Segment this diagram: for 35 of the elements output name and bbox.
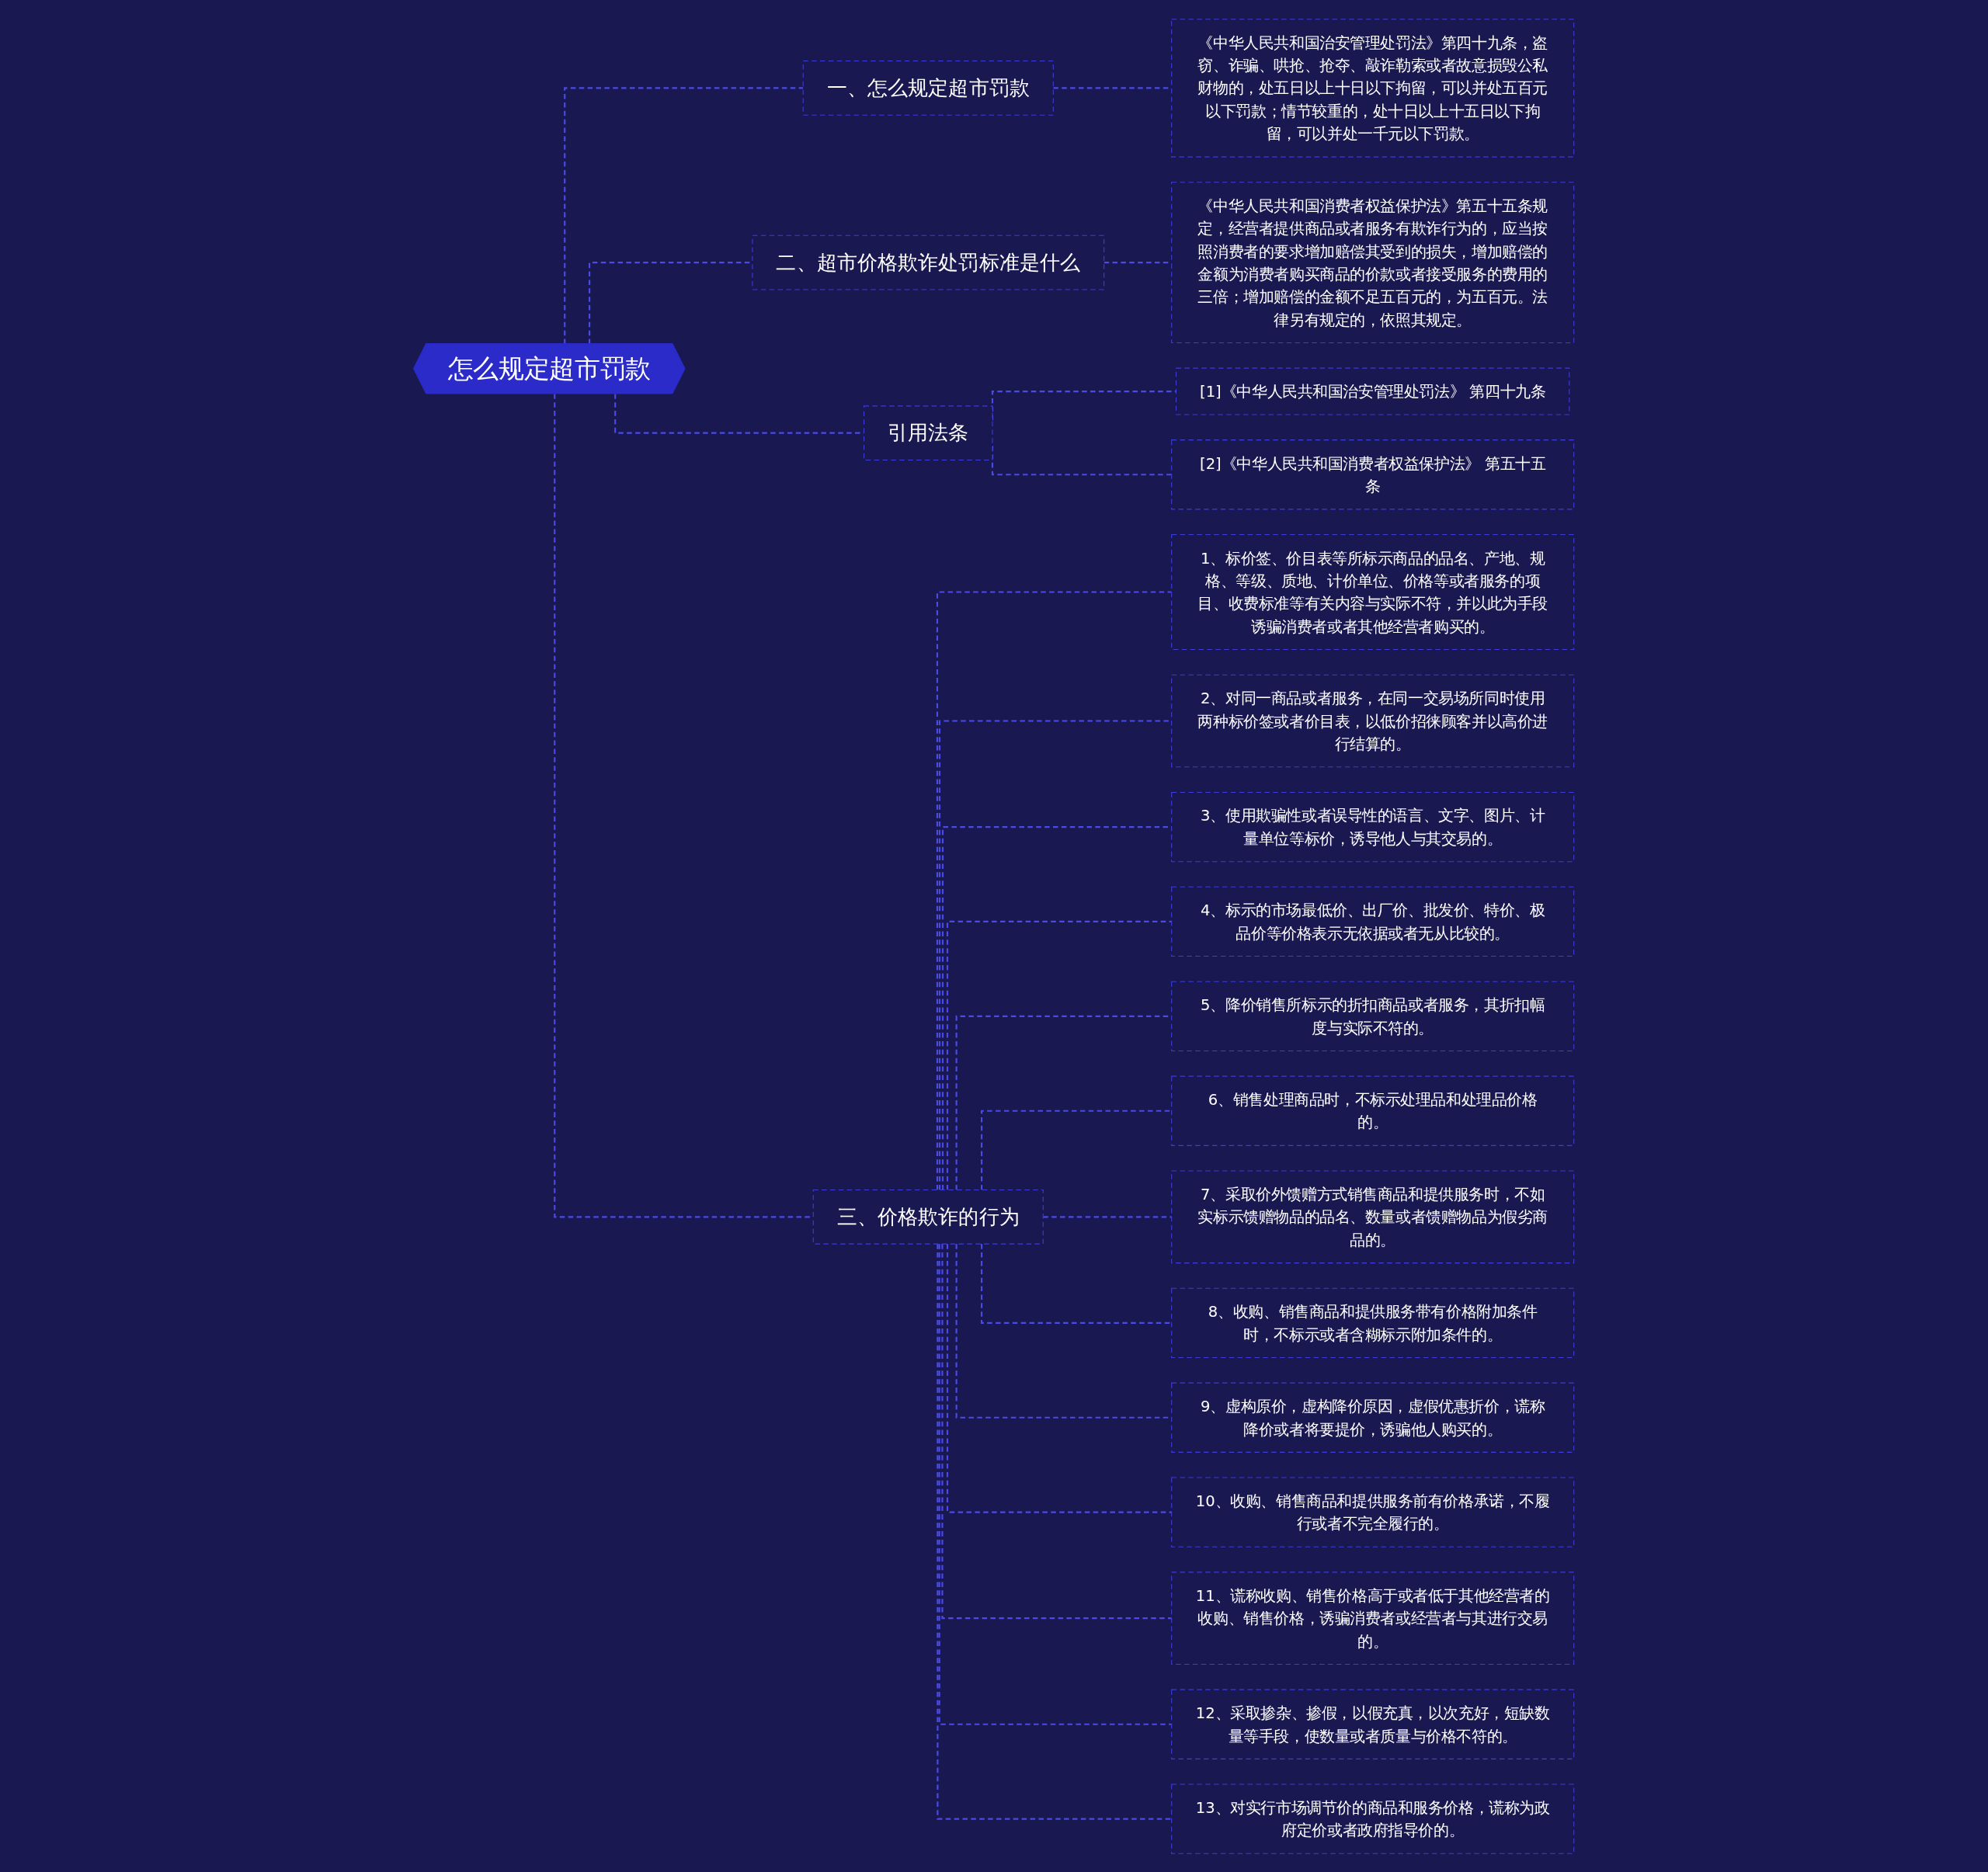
node-box: 5、降价销售所标示的折扣商品或者服务，其折扣幅度与实际不符的。 [1171,981,1575,1051]
connector [939,719,1172,1190]
node-box: 3、使用欺骗性或者误导性的语言、文字、图片、计量单位等标价，诱导他人与其交易的。 [1171,791,1575,862]
node-box: 7、采取价外馈赠方式销售商品和提供服务时，不如实标示馈赠物品的品名、数量或者馈赠物品为假劣商品的。 [1171,1169,1575,1263]
node-box: 12、采取掺杂、掺假，以假充真，以次充好，短缺数量等手段，使数量或者质量与价格不符的。 [1171,1689,1575,1759]
connector [937,590,1172,1190]
node-box: 13、对实行市场调节价的商品和服务价格，谎称为政府定价或者政府指导价的。 [1171,1783,1575,1854]
node-box: 《中华人民共和国治安管理处罚法》第四十九条，盗窃、诈骗、哄抢、抢夺、敲诈勒索或者故意损毁公私财物的，处五日以上十日以下拘留，可以并处五百元以下罚款；情节较重的，处十日以上十五日以下拘留，可以并处一千元以下罚款。 [1171,18,1575,158]
node-box: 8、收购、销售商品和提供服务带有价格附加条件时，不标示或者含糊标示附加条件的。 [1171,1287,1575,1358]
connector [941,1243,1172,1619]
node-box: 4、标示的市场最低价、出厂价、批发价、特价、极品价等价格表示无依据或者无从比较的。 [1171,886,1575,957]
node-box: 10、收购、销售商品和提供服务前有价格承诺，不履行或者不完全履行的。 [1171,1476,1575,1547]
connector [947,920,1172,1190]
node-box: 一、怎么规定超市罚款 [802,60,1055,116]
connector [955,1243,1172,1419]
connector [947,1243,1172,1513]
node-box: 《中华人民共和国消费者权益保护法》第五十五条规定，经营者提供商品或者服务有欺诈行为的，应当按照消费者的要求增加赔偿其受到的损失，增加赔偿的金额为消费者购买商品的价款或者接受服务的费用的三倍；增加赔偿的金额不足五百元的，为五百元。法律另有规定的，依照其规定。 [1171,181,1575,343]
node-box: 9、虚构原价，虚构降价原因，虚假优惠折价，谎称降价或者将要提价，诱骗他人购买的。 [1171,1382,1575,1453]
node-box: 引用法条 [864,405,993,460]
node-box: [2]《中华人民共和国消费者权益保护法》 第五十五条 [1171,439,1575,509]
node-box: 2、对同一商品或者服务，在同一交易场所同时使用两种标价签或者价目表，以低价招徕顾客并以高价进行结算的。 [1171,674,1575,767]
connector [937,1243,1172,1820]
connector [981,1243,1172,1324]
node-box: [1]《中华人民共和国治安管理处罚法》 第四十九条 [1176,367,1570,415]
connector [955,1015,1172,1190]
connector [564,86,804,344]
node-box: 11、谎称收购、销售价格高于或者低于其他经营者的收购、销售价格，诱骗消费者或经营者与其进行交易的。 [1171,1571,1575,1665]
node-box: 1、标价签、价目表等所标示商品的品名、产地、规格、等级、质地、计价单位、价格等或者服务的项目、收费标准等有关内容与实际不符，并以此为手段诱骗消费者或者其他经营者购买的。 [1171,533,1575,650]
node-box: 二、超市价格欺诈处罚标准是什么 [752,234,1105,290]
connector [1042,1215,1172,1217]
connector [981,1110,1172,1190]
connector [942,825,1172,1190]
node-box: 6、销售处理商品时，不标示处理品和处理品价格的。 [1171,1075,1575,1146]
node-box: 三、价格欺诈的行为 [813,1189,1044,1245]
connector [938,1243,1172,1725]
